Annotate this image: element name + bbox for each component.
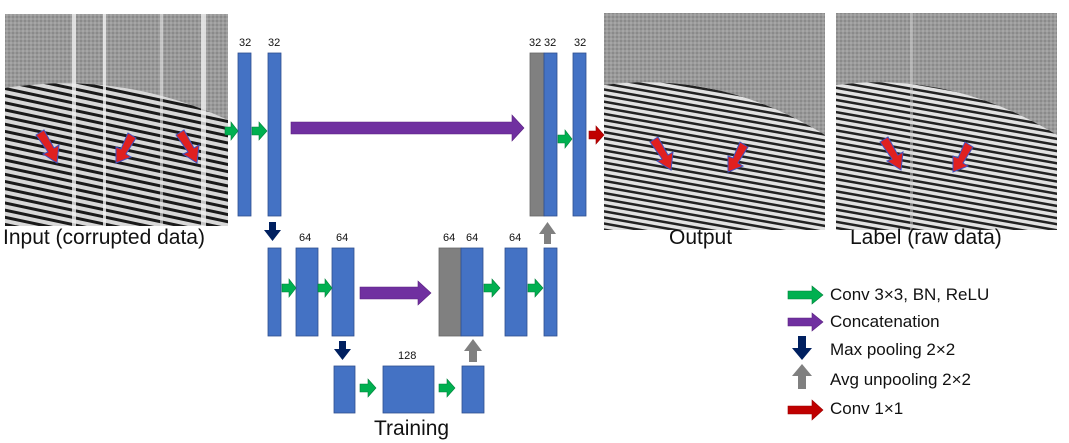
channel-label: 64 (336, 232, 349, 244)
gray-up-arrow-icon (792, 364, 812, 389)
output-image-label: Output (669, 226, 733, 249)
maxpool-arrow-l2 (334, 341, 351, 360)
navy-down-arrow-icon (792, 336, 812, 360)
legend-icons (787, 285, 824, 421)
channel-label: 64 (443, 232, 456, 244)
channel-label: 64 (466, 232, 479, 244)
conv-arrows (224, 121, 573, 398)
block-l1-c (543, 52, 558, 217)
channel-label: 32 (574, 37, 587, 49)
block-l3-a (333, 365, 356, 414)
purple-arrow-icon (787, 312, 824, 332)
output-seismic-image (604, 13, 825, 230)
input-image-label: Input (corrupted data) (3, 226, 205, 249)
input-marker-arrows (35, 129, 200, 164)
block-l2-a (267, 247, 282, 337)
label-seismic-image (836, 13, 1057, 230)
unpool-arrow-l2 (539, 222, 556, 244)
channel-label: 128 (398, 350, 417, 362)
concat-block-l2 (438, 247, 462, 337)
label-marker-arrows (879, 136, 974, 173)
unpool-arrow-l3 (464, 339, 482, 362)
block-l2-b (295, 247, 319, 337)
block-l2-d (460, 247, 484, 337)
concat-arrow-l2 (359, 280, 432, 306)
block-l1-a (237, 52, 252, 217)
maxpool-arrow-l1 (264, 222, 281, 241)
channel-label: 32 (529, 37, 542, 49)
legend-concat-label: Concatenation (830, 312, 940, 331)
legend-conv1x1-label: Conv 1×1 (830, 399, 904, 418)
block-l1-d (572, 52, 587, 217)
channel-label: 64 (509, 232, 522, 244)
legend-conv-label: Conv 3×3, BN, ReLU (830, 285, 990, 304)
input-seismic-image (5, 14, 228, 226)
block-l3-c (461, 365, 485, 414)
channel-label: 64 (299, 232, 312, 244)
block-l2-c (331, 247, 355, 337)
concat-block-l1 (529, 52, 545, 217)
output-marker-arrows (649, 136, 749, 173)
concat-arrow-l1 (290, 114, 525, 142)
label-image-label: Label (raw data) (850, 226, 1002, 249)
conv1x1-arrow (588, 125, 605, 145)
block-l2-e (504, 247, 528, 337)
channel-label: 32 (268, 37, 281, 49)
channel-label: 32 (544, 37, 557, 49)
red-arrow-icon (787, 399, 824, 421)
training-label: Training (374, 417, 450, 440)
legend-maxpool-label: Max pooling 2×2 (830, 340, 956, 359)
block-l2-f (543, 247, 558, 337)
channel-label: 32 (239, 37, 252, 49)
block-l1-b (267, 52, 282, 217)
green-arrow-icon (787, 285, 824, 305)
legend-unpool-label: Avg unpooling 2×2 (830, 370, 972, 389)
block-l3-b (382, 365, 435, 414)
